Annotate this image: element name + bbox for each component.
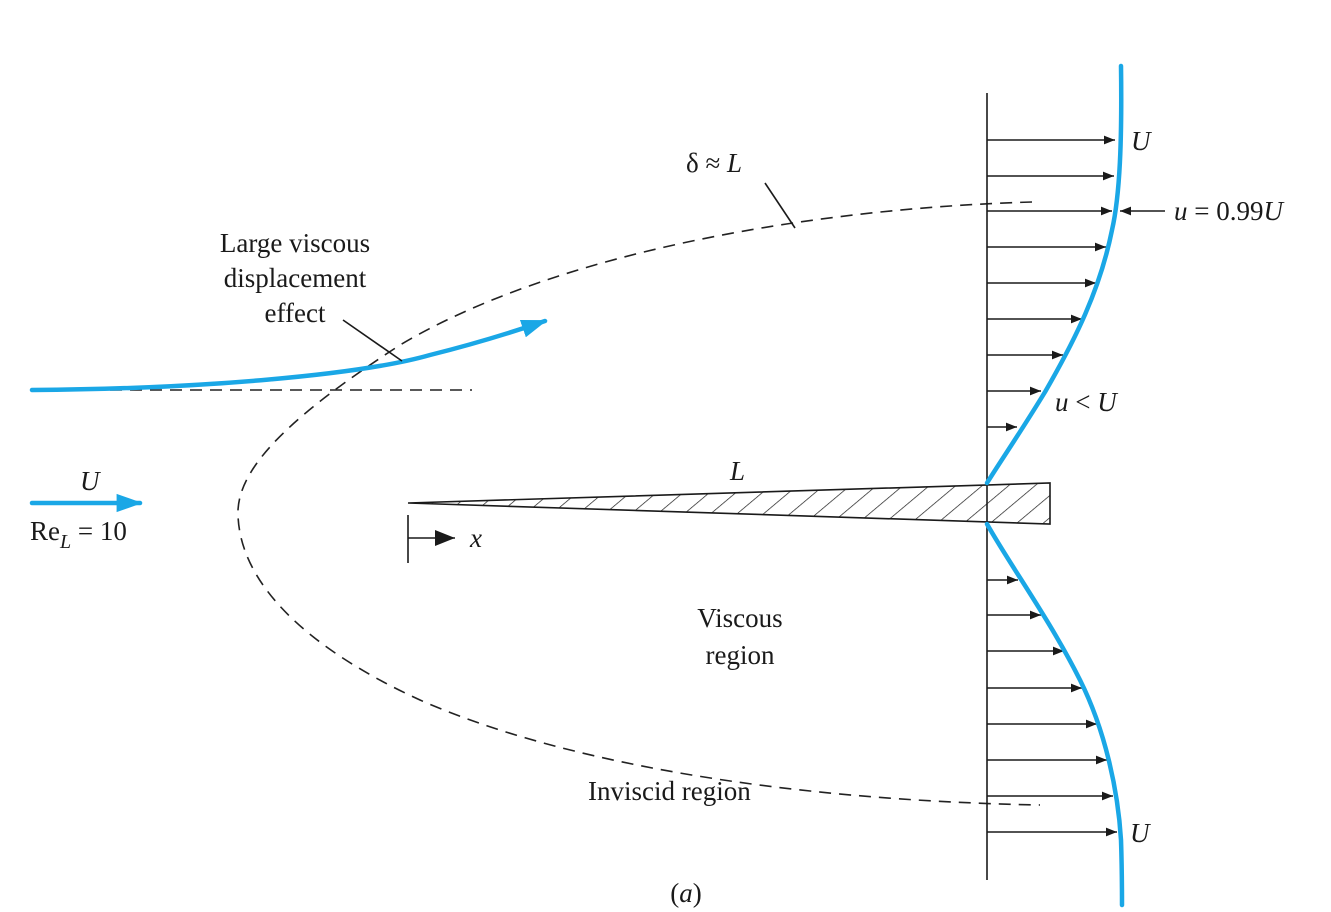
lower-velocity-arrows: [987, 575, 1117, 837]
reynolds-number-label: ReL = 10: [30, 516, 127, 553]
plate-length-label: L: [729, 456, 745, 486]
u-099-label: u = 0.99U: [1174, 196, 1284, 226]
large-viscous-label-line3: effect: [265, 298, 326, 328]
x-axis-label: x: [469, 523, 482, 553]
delta-leader-line: [764, 182, 796, 229]
large-viscous-label-line1: Large viscous: [220, 228, 370, 258]
boundary-layer-edge: [237, 201, 1041, 806]
lower-velocity-profile: [984, 521, 1125, 908]
flat-plate: [407, 482, 1051, 525]
freestream-velocity-label: U: [80, 466, 101, 496]
upper-velocity-arrows: [987, 135, 1115, 432]
bottom-freestream-u-label: U: [1130, 818, 1151, 848]
u-less-than-U-label: u < U: [1055, 387, 1118, 417]
displaced-streamline: [29, 318, 548, 393]
inviscid-region-label: Inviscid region: [588, 776, 751, 806]
figure-caption: (a): [670, 878, 702, 908]
delta-label: δ ≈ L: [686, 148, 742, 178]
viscous-region-label-line2: region: [706, 640, 775, 670]
displacement-leader-line: [342, 319, 403, 362]
large-viscous-label-line2: displacement: [224, 263, 367, 293]
top-freestream-u-label: U: [1131, 126, 1152, 156]
upper-velocity-profile: [984, 63, 1124, 486]
viscous-region-label-line1: Viscous: [697, 603, 782, 633]
